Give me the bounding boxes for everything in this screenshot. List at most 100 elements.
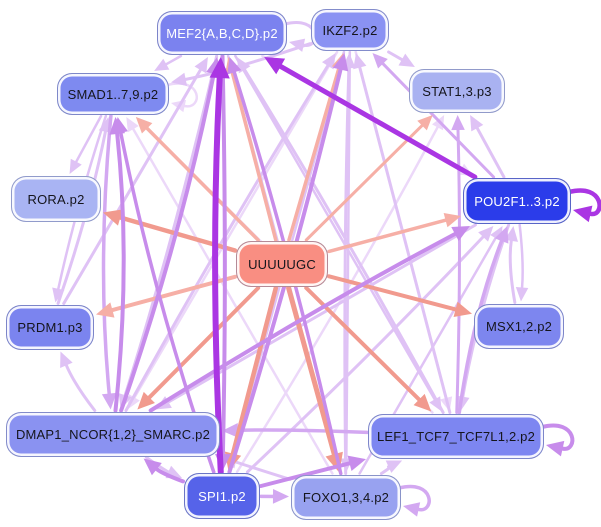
edge-dmap1-mef2 xyxy=(119,71,216,413)
edge-foxo1-foxo1 xyxy=(397,484,431,512)
edge-foxo1-smad-arrowhead xyxy=(126,117,139,133)
node-label-uuuuugc: UUUUUGC xyxy=(248,256,316,272)
node-label-rora: RORA.p2 xyxy=(27,191,85,207)
edge-ikzf2-stat1-arrowhead xyxy=(398,53,415,67)
edge-uuuuugc-lef1-arrowhead xyxy=(413,393,432,412)
node-label-foxo1: FOXO1,3,4.p2 xyxy=(302,489,390,505)
node-label-pou2f1: POU2F1..3.p2 xyxy=(474,193,560,209)
edge-pou2f1-ikzf2-arrowhead xyxy=(372,53,388,69)
edge-uuuuugc-spi1 xyxy=(230,285,279,456)
edge-uuuuugc-lef1 xyxy=(304,286,422,402)
edge-mef2-smad-arrowhead xyxy=(154,58,170,71)
edge-uuuuugc-stat1-arrowhead xyxy=(417,115,433,131)
edge-lef1-lef1-arrowhead xyxy=(546,440,565,457)
node-label-smad: SMAD1..7,9.p2 xyxy=(67,86,159,102)
node-label-msx1: MSX1,2.p2 xyxy=(485,318,553,334)
edge-uuuuugc-pou2f1-arrowhead xyxy=(443,213,461,228)
edge-ikzf2-dmap1 xyxy=(133,50,339,399)
edge-spi1-stat1-arrowhead xyxy=(432,115,445,131)
edge-foxo1-foxo1-arrowhead xyxy=(403,502,421,517)
edge-uuuuugc-pou2f1 xyxy=(327,218,448,254)
edge-dmap1-pou2f1-arrowhead xyxy=(451,226,470,241)
node-msx1[interactable]: MSX1,2.p2 xyxy=(474,303,564,349)
node-label-prdm1: PRDM1.p3 xyxy=(17,319,83,335)
node-pou2f1[interactable]: POU2F1..3.p2 xyxy=(463,178,571,224)
edge-mef2-mef2-arrowhead xyxy=(289,38,306,52)
edge-pou2f1-ikzf2 xyxy=(381,62,496,179)
edge-pou2f1-pou2f1-arrowhead xyxy=(573,205,593,223)
edge-spi1-ikzf2-arrowhead xyxy=(332,53,349,72)
edge-lef1-ikzf2-arrowhead xyxy=(353,53,367,70)
node-lef1[interactable]: LEF1_TCF7_TCF7L1,2.p2 xyxy=(368,413,544,459)
edge-ikzf2-foxo1 xyxy=(345,50,352,460)
node-uuuuugc[interactable]: UUUUUGC xyxy=(236,241,328,287)
node-ikzf2[interactable]: IKZF2.p2 xyxy=(311,9,389,51)
edge-prdm1-mef2-arrowhead xyxy=(194,57,208,74)
edge-spi1-dmap1-arrowhead xyxy=(143,458,162,476)
node-foxo1[interactable]: FOXO1,3,4.p2 xyxy=(291,474,401,520)
edge-spi1-lef1 xyxy=(259,461,352,488)
edge-uuuuugc-mef2 xyxy=(230,70,278,242)
edge-mef2-lef1 xyxy=(234,54,436,401)
node-label-lef1: LEF1_TCF7_TCF7L1,2.p2 xyxy=(376,428,536,444)
edge-prdm1-mef2 xyxy=(62,68,202,305)
edge-spi1-dmap1 xyxy=(154,467,185,484)
edge-uuuuugc-foxo1 xyxy=(286,285,337,457)
edge-mef2-lef1-arrowhead xyxy=(429,396,442,412)
node-label-stat1: STAT1,3.p3 xyxy=(422,83,492,99)
edge-dmap1-ikzf2-arrowhead xyxy=(322,53,336,70)
edge-pou2f1-mef2-arrowhead xyxy=(264,57,286,75)
edge-uuuuugc-ikzf2 xyxy=(287,66,341,242)
node-dmap1[interactable]: DMAP1_NCOR{1,2}_SMARC.p2 xyxy=(6,411,220,457)
edge-foxo1-mef2-arrowhead xyxy=(227,57,242,75)
edge-mef2-spi1 xyxy=(220,54,227,457)
edge-lef1-dmap1 xyxy=(236,428,369,435)
edge-ikzf2-smad-arrowhead xyxy=(171,72,188,87)
edge-uuuuugc-rora-arrowhead xyxy=(103,209,123,226)
edge-spi1-smad-arrowhead xyxy=(113,117,128,135)
edge-uuuuugc-dmap1-arrowhead xyxy=(137,391,155,410)
edge-smad-prdm1-arrowhead xyxy=(52,287,65,303)
edge-spi1-pou2f1-arrowhead xyxy=(478,226,494,242)
edge-pou2f1-msx1-arrowhead xyxy=(515,287,529,302)
edge-lef1-lef1 xyxy=(540,423,575,451)
node-label-mef2: MEF2{A,B,C,D}.p2 xyxy=(166,25,278,41)
node-label-ikzf2: IKZF2.p2 xyxy=(322,22,378,38)
edge-foxo1-smad xyxy=(132,127,334,475)
edge-spi1-mef2 xyxy=(212,74,224,475)
edge-foxo1-ikzf2 xyxy=(343,66,351,475)
edge-pou2f1-stat1-arrowhead xyxy=(470,115,484,132)
edge-spi1-pou2f1 xyxy=(245,235,485,474)
edge-smad-dmap1-arrowhead xyxy=(101,392,117,410)
node-rora[interactable]: RORA.p2 xyxy=(11,176,101,222)
edge-msx1-pou2f1 xyxy=(508,239,517,304)
node-mef2[interactable]: MEF2{A,B,C,D}.p2 xyxy=(157,11,287,55)
node-smad[interactable]: SMAD1..7,9.p2 xyxy=(57,73,169,115)
node-label-spi1: SPI1.p2 xyxy=(198,488,246,504)
edge-foxo1-lef1 xyxy=(379,463,394,475)
edge-pou2f1-stat1 xyxy=(475,126,506,179)
node-spi1[interactable]: SPI1.p2 xyxy=(184,473,260,519)
edge-spi1-mef2-arrowhead xyxy=(209,57,230,79)
edge-uuuuugc-prdm1-arrowhead xyxy=(96,302,115,318)
edge-ikzf2-stat1 xyxy=(387,50,404,62)
node-prdm1[interactable]: PRDM1.p3 xyxy=(6,304,94,350)
edge-lef1-ikzf2 xyxy=(358,66,452,414)
edge-smad-dmap1 xyxy=(101,114,113,396)
edge-dmap1-spi1 xyxy=(144,456,170,474)
edge-dmap1-pou2f1 xyxy=(148,231,457,413)
edge-smad-rora-arrowhead xyxy=(69,158,82,174)
node-stat1[interactable]: STAT1,3.p3 xyxy=(409,69,505,113)
edge-dmap1-prdm1 xyxy=(64,363,97,412)
edge-smad-rora xyxy=(75,114,103,163)
edge-pou2f1-dmap1 xyxy=(166,223,477,404)
edge-uuuuugc-smad xyxy=(145,126,260,242)
edge-dmap1-prdm1-arrowhead xyxy=(60,351,73,368)
edge-dmap1-smad xyxy=(113,131,126,413)
edge-uuuuugc-msx1-arrowhead xyxy=(453,301,472,318)
edge-mef2-smad xyxy=(165,54,183,66)
edge-uuuuugc-smad-arrowhead xyxy=(135,117,153,134)
edge-uuuuugc-msx1 xyxy=(327,274,458,312)
